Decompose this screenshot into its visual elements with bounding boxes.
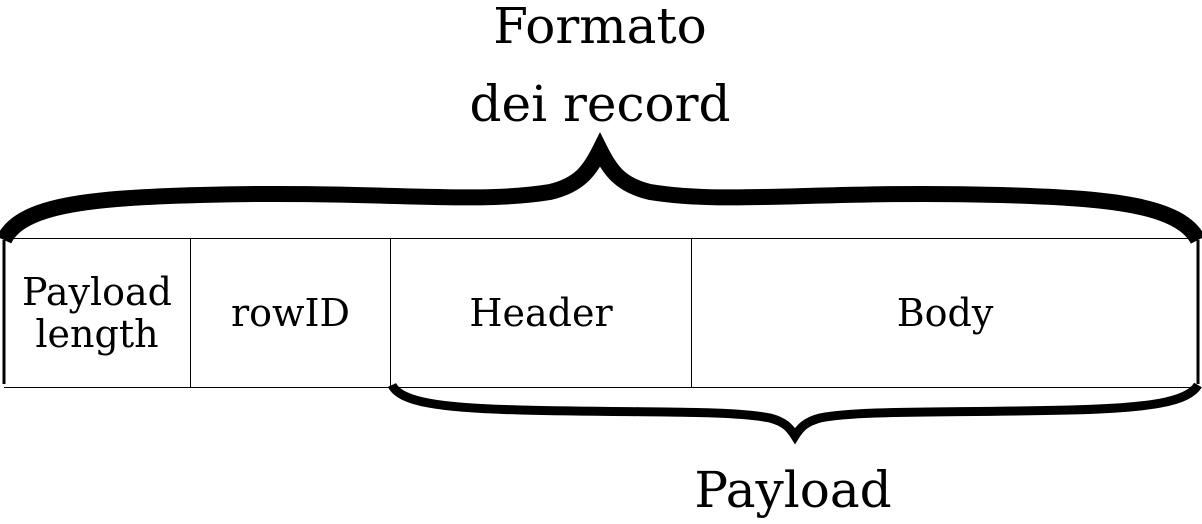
bottom-brace — [387, 382, 1202, 445]
field-body-label: Body — [896, 291, 994, 335]
record-format-title-line-1: Formato — [493, 0, 707, 55]
field-rowid-label: rowID — [230, 291, 351, 335]
top-brace — [0, 132, 1202, 245]
record-fields-row: Payload length rowID Header Body — [4, 238, 1198, 388]
record-format-title-line-2: dei record — [469, 75, 731, 133]
field-payload-length: Payload length — [4, 239, 191, 387]
field-payload-length-label: Payload length — [22, 270, 172, 356]
payload-label: Payload — [694, 461, 892, 519]
record-format-title: Formato dei record — [400, 0, 800, 133]
field-body: Body — [692, 239, 1198, 387]
field-header: Header — [391, 239, 692, 387]
field-rowid: rowID — [191, 239, 391, 387]
field-header-label: Header — [469, 291, 613, 335]
